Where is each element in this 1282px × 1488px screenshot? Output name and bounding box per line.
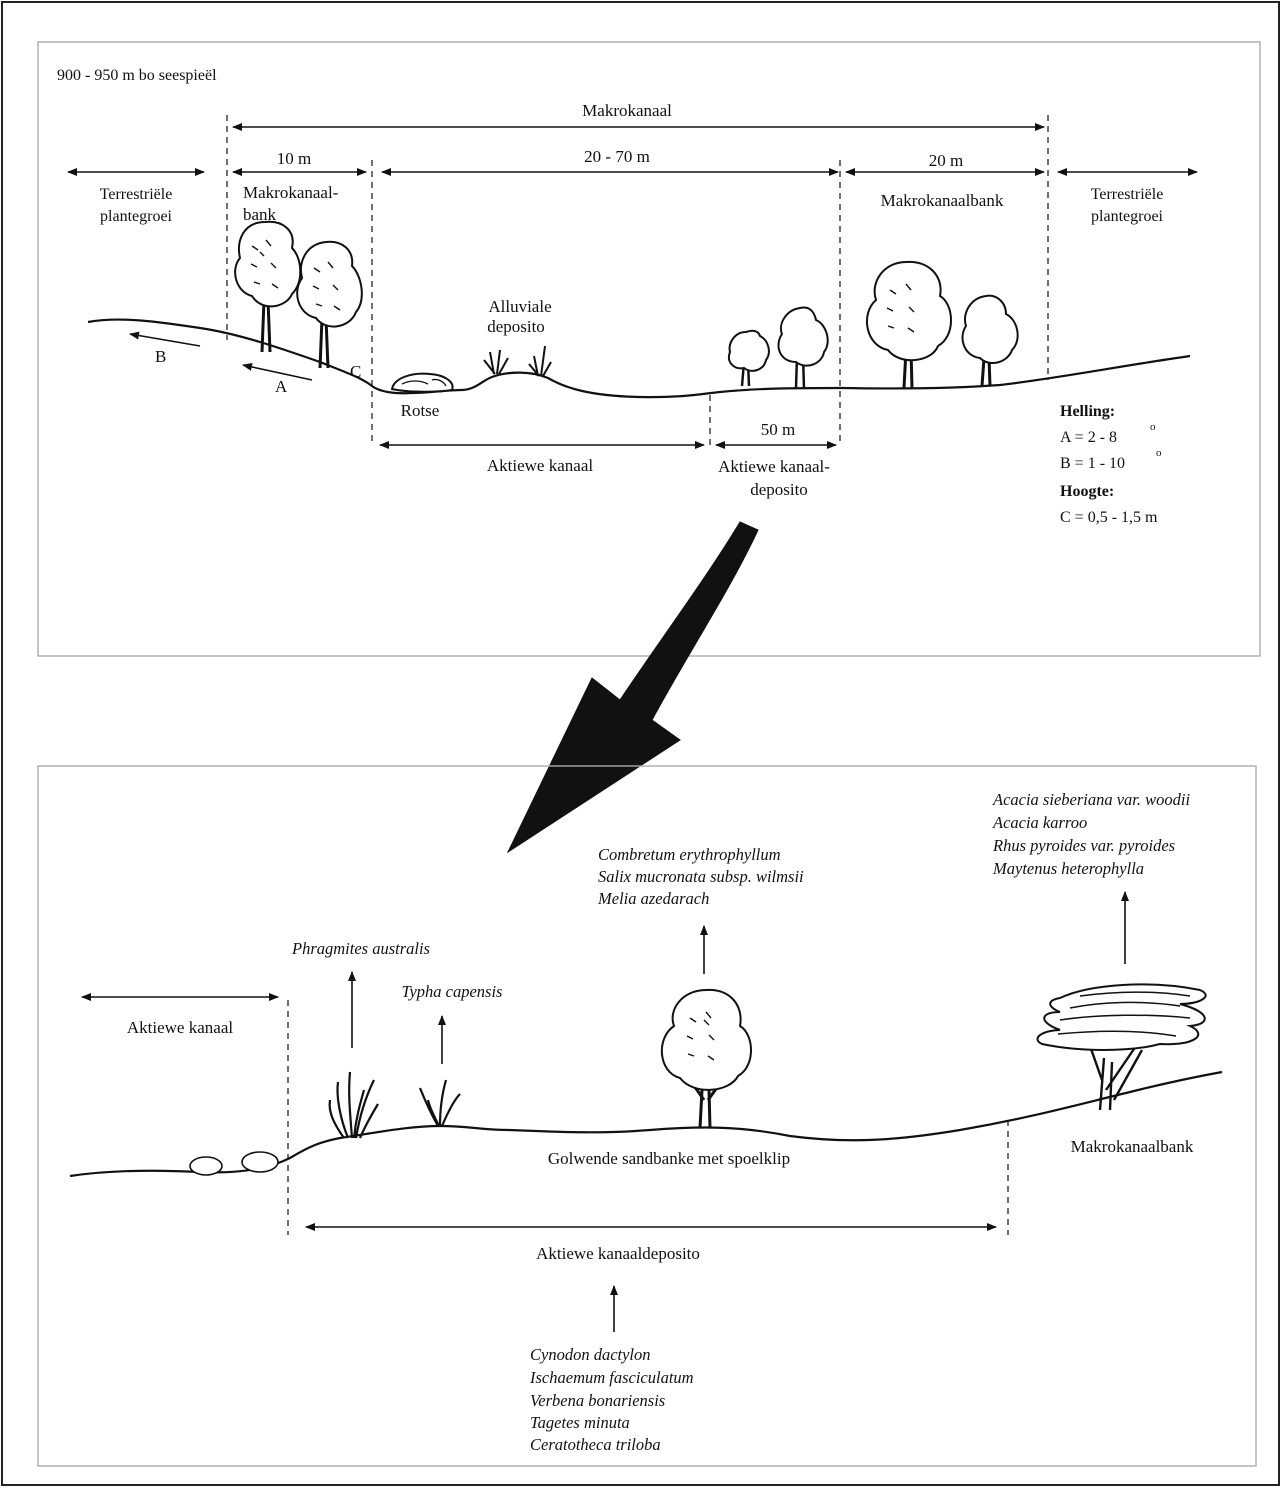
tree-left-1 — [234, 220, 302, 353]
slope-b-label: B — [155, 347, 166, 366]
alluviale-label-2: deposito — [487, 317, 545, 336]
sandbanke-label: Golwende sandbanke met spoelklip — [548, 1149, 790, 1168]
legend-a-line: A = 2 - 8 — [1060, 429, 1117, 446]
channel-rock-1 — [189, 1156, 223, 1176]
tree-species-3: Melia azedarach — [597, 889, 709, 908]
grass-species-4: Tagetes minuta — [530, 1413, 630, 1432]
legend-a-degree: o — [1150, 421, 1156, 433]
bank-right-label: Makrokanaalbank — [881, 191, 1004, 210]
tree-left-2 — [296, 240, 363, 369]
height-c-label: C — [350, 362, 361, 381]
tree-species-2: Salix mucronata subsp. wilmsii — [598, 867, 804, 886]
elevation-label: 900 - 950 m bo seespieël — [57, 67, 217, 84]
terrestrial-left-label-1: Terrestriële — [100, 186, 173, 203]
bank-species-3: Rhus pyroides var. pyroides — [992, 836, 1175, 855]
tree-right-2 — [961, 294, 1019, 387]
typha-plant — [418, 1079, 461, 1127]
grass-species-1: Cynodon dactylon — [530, 1345, 651, 1364]
rock-detail — [401, 378, 447, 387]
legend-hoogte-title: Hoogte: — [1060, 483, 1114, 500]
tree-mid-2 — [777, 306, 829, 389]
alluvial-plant-2 — [528, 345, 552, 377]
grass-species-5: Ceratotheca triloba — [530, 1435, 661, 1454]
typha-label: Typha capensis — [402, 982, 503, 1001]
dim-10m-label: 10 m — [277, 149, 311, 168]
top-panel: 900 - 950 m bo seespieël Makrokanaal 10 … — [37, 41, 1261, 657]
slope-a-label: A — [275, 377, 288, 396]
makrokanaalbank-label: Makrokanaalbank — [1071, 1137, 1194, 1156]
alluviale-label-1: Alluviale — [488, 297, 551, 316]
bank-species-1: Acacia sieberiana var. woodii — [992, 790, 1190, 809]
dim-20-70m-label: 20 - 70 m — [584, 147, 650, 166]
rock-cluster — [390, 372, 454, 393]
tree-mid-1 — [728, 329, 770, 387]
acacia-tree — [1036, 983, 1207, 1111]
terrestrial-right-label-2: plantegroei — [1091, 208, 1164, 225]
slope-height-legend: Helling: A = 2 - 8 o B = 1 - 10 o Hoogte… — [1060, 403, 1162, 526]
phragmites-label: Phragmites australis — [291, 939, 430, 958]
slope-b-arrow — [129, 331, 201, 347]
legend-b-line: B = 1 - 10 — [1060, 455, 1125, 472]
tree-species-1: Combretum erythrophyllum — [598, 845, 781, 864]
rotse-label: Rotse — [401, 401, 440, 420]
dim-50m-label: 50 m — [761, 420, 795, 439]
bottom-aktiewe-kanaal-label: Aktiewe kanaal — [127, 1018, 233, 1037]
top-ground-profile — [87, 318, 1191, 399]
aktiewe-kanaaldeposito-label-2: deposito — [750, 480, 808, 499]
grass-species-2: Ischaemum fasciculatum — [529, 1368, 694, 1387]
kanaaldeposito-label: Aktiewe kanaaldeposito — [536, 1244, 700, 1263]
legend-b-degree: o — [1156, 447, 1162, 459]
zoom-arrow — [506, 521, 759, 854]
bank-species-4: Maytenus heterophylla — [992, 859, 1144, 878]
bank-left-label-1: Makrokanaal- — [243, 183, 339, 202]
terrestrial-left-label-2: plantegroei — [100, 208, 173, 225]
legend-c-line: C = 0,5 - 1,5 m — [1060, 509, 1158, 526]
terrestrial-right-label-1: Terrestriële — [1091, 186, 1164, 203]
aktiewe-kanaal-label: Aktiewe kanaal — [487, 456, 593, 475]
riverine-tree — [660, 988, 752, 1129]
alluvial-plant-1 — [483, 349, 509, 375]
tree-right-1 — [866, 260, 952, 389]
slope-a-arrow — [242, 363, 313, 381]
makrokanaal-label: Makrokanaal — [582, 101, 672, 120]
bank-left-label-2: bank — [243, 205, 277, 224]
legend-helling-title: Helling: — [1060, 403, 1115, 420]
bottom-panel: Aktiewe kanaal Phragmites australis Typh… — [37, 765, 1257, 1467]
top-panel-border — [37, 41, 1261, 657]
grass-species-3: Verbena bonariensis — [530, 1391, 665, 1410]
aktiewe-kanaaldeposito-label-1: Aktiewe kanaal- — [718, 457, 830, 476]
channel-rock-2 — [241, 1151, 279, 1173]
bank-species-2: Acacia karroo — [992, 813, 1087, 832]
dim-20m-label: 20 m — [929, 151, 963, 170]
bottom-panel-border — [37, 765, 1257, 1467]
phragmites-plant — [328, 1071, 379, 1139]
